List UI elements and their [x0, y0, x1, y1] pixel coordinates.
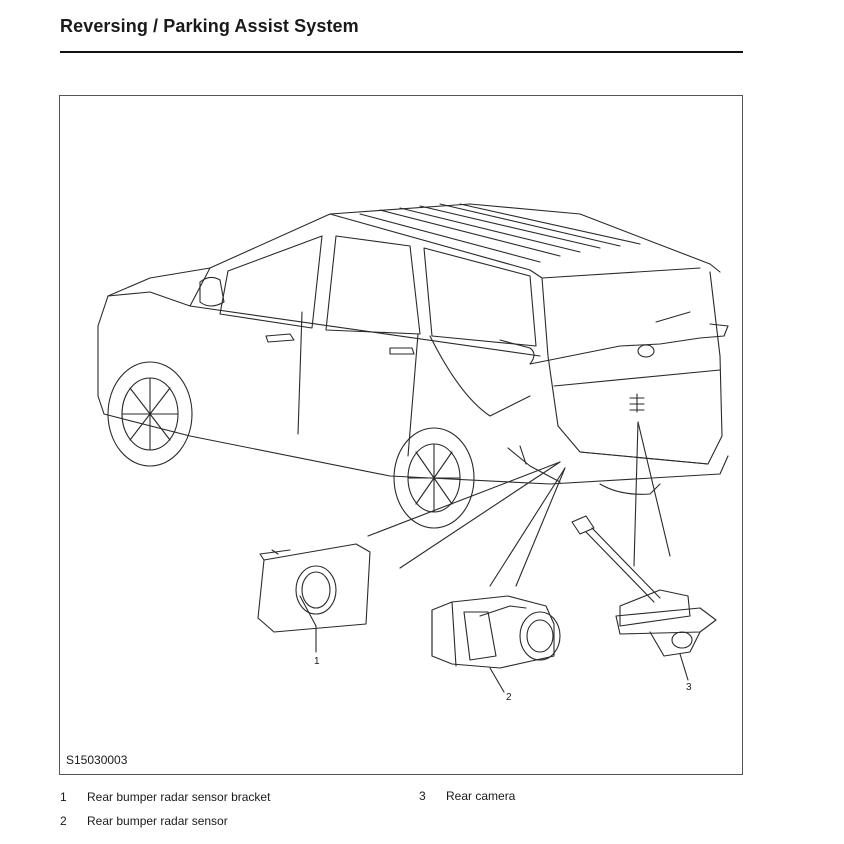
page-title: Reversing / Parking Assist System: [60, 16, 359, 36]
callout-3: 3: [686, 682, 692, 693]
figure-box: 1 2 3 S15030003: [59, 95, 743, 775]
figure-id: S15030003: [66, 753, 128, 767]
vehicle-illustration: [97, 203, 729, 693]
vehicle-body: [97, 203, 729, 529]
callout-1: 1: [314, 656, 320, 667]
legend-number: 3: [419, 789, 426, 803]
radar-sensor-bracket-part: [257, 543, 371, 653]
legend-label: Rear bumper radar sensor bracket: [87, 790, 271, 804]
front-wheel: [107, 361, 193, 467]
callout-2: 2: [506, 692, 512, 703]
radar-sensor-part: [431, 595, 561, 693]
legend-number: 2: [60, 814, 67, 828]
rear-camera-part: [571, 515, 717, 681]
leader-lines: [367, 421, 671, 587]
legend-label: Rear bumper radar sensor: [87, 814, 228, 828]
legend-label: Rear camera: [446, 789, 516, 803]
title-rule: [60, 51, 743, 53]
legend-number: 1: [60, 790, 67, 804]
rear-wheel: [393, 427, 475, 529]
